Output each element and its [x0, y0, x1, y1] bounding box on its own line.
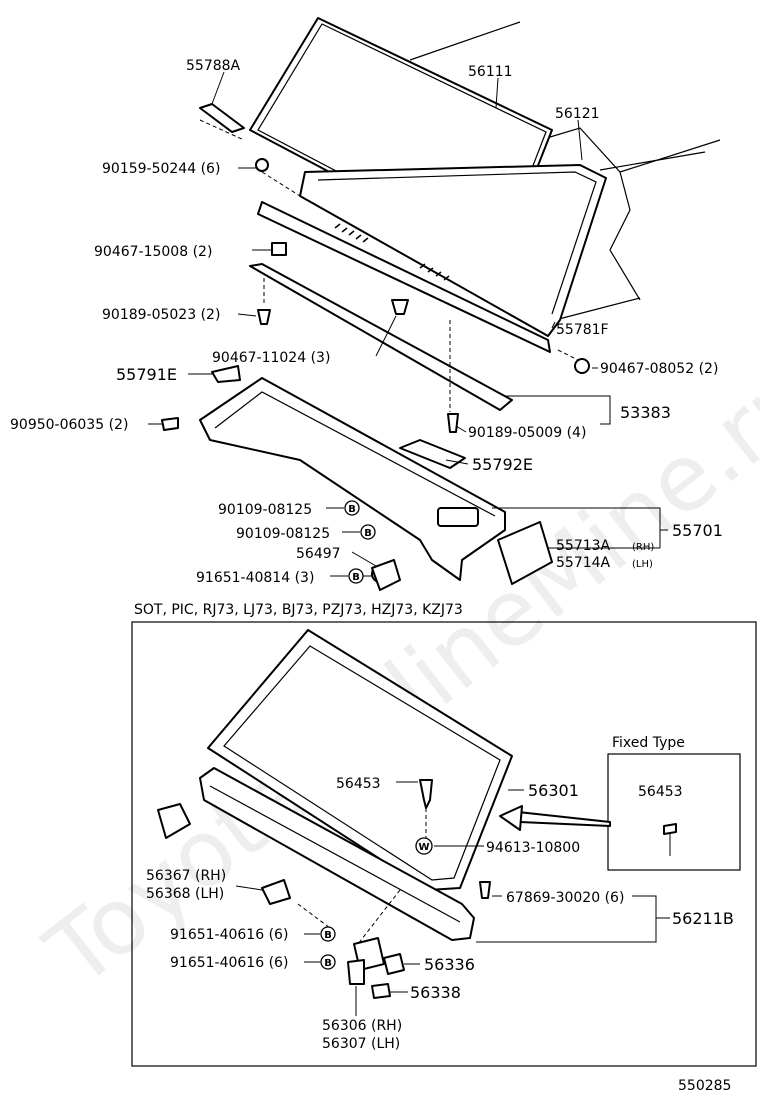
label-91651-40616-a: 91651-40616 (6): [170, 927, 288, 943]
washer-marker: [415, 837, 433, 855]
label-55713A: 55713A: [556, 538, 611, 554]
label-90467-11024: 90467-11024 (3): [212, 350, 330, 366]
label-90109-08125-b: 90109-08125: [236, 526, 330, 542]
cowl-panel-55701: [199, 377, 506, 581]
label-56453: 56453: [336, 776, 381, 792]
lower-fasteners: W: [157, 779, 491, 999]
label-56307: 56307 (LH): [322, 1036, 400, 1052]
bolt-b-letter-1: B: [348, 504, 356, 515]
label-55701: 55701: [672, 521, 723, 540]
label-56301: 56301: [528, 781, 579, 800]
fixed-type-box: [607, 753, 741, 871]
label-56338: 56338: [410, 983, 461, 1002]
label-90159-50244: 90159-50244 (6): [102, 161, 220, 177]
label-56336: 56336: [424, 955, 475, 974]
label-53383: 53383: [620, 403, 671, 422]
section-box: [131, 621, 757, 1067]
bolt-b-letter-5: B: [324, 958, 332, 969]
label-55791E: 55791E: [116, 365, 177, 384]
label-55714A-side: (LH): [632, 559, 653, 570]
fixed-type-title: Fixed Type: [612, 735, 685, 751]
bolt-b-marker-1: [344, 500, 360, 516]
bolt-b-marker-4: [320, 926, 336, 942]
label-90189-05023: 90189-05023 (2): [102, 307, 220, 323]
label-55792E: 55792E: [472, 455, 533, 474]
diagram-id: 550285: [678, 1078, 731, 1094]
watermark: ToyotaOnlineMine.ru: [27, 343, 760, 1008]
label-55713A-side: (RH): [632, 542, 654, 553]
label-56211B: 56211B: [672, 909, 734, 928]
bolt-b-marker-3: [348, 568, 364, 584]
label-90950-06035: 90950-06035 (2): [10, 417, 128, 433]
lower-leaders: [235, 781, 670, 1016]
label-67869-30020: 67869-30020 (6): [506, 890, 624, 906]
bolt-b-marker-2: [360, 524, 376, 540]
label-91651-40616-b: 91651-40616 (6): [170, 955, 288, 971]
washer-letter: W: [418, 842, 429, 853]
label-56368: 56368 (LH): [146, 886, 224, 902]
fixed-type-inset: Fixed Type 56453: [499, 735, 741, 871]
label-56306: 56306 (RH): [322, 1018, 402, 1034]
bolt-b-letter-4: B: [324, 930, 332, 941]
body-outline: [409, 21, 721, 321]
label-90467-15008: 90467-15008 (2): [94, 244, 212, 260]
windshield-frame: [257, 164, 607, 353]
upper-leaders: [148, 71, 668, 577]
moulding-55788A: [199, 103, 245, 141]
label-90467-08052: 90467-08052 (2): [600, 361, 718, 377]
label-55781F: 55781F: [556, 322, 609, 338]
label-90189-05009: 90189-05009 (4): [468, 425, 586, 441]
lower-labels: 56453 56301 94613-10800 56367 (RH) 56368…: [146, 776, 734, 1052]
label-56367: 56367 (RH): [146, 868, 226, 884]
bolt-b-marker-5: [320, 954, 336, 970]
weatherstrip-53383: [249, 263, 513, 411]
label-56111: 56111: [468, 64, 513, 80]
lower-frame-56211B: [199, 767, 475, 941]
label-56497: 56497: [296, 546, 341, 562]
bolt-b-letter-3: B: [352, 572, 360, 583]
upper-labels: 55788A 56111 56121 90159-50244 (6) 90467…: [10, 58, 723, 586]
upper-dash-lines: [261, 171, 579, 412]
fixed-type-part-label: 56453: [638, 784, 683, 800]
label-91651-40814: 91651-40814 (3): [196, 570, 314, 586]
label-56121: 56121: [555, 106, 600, 122]
lower-dash-lines: [297, 808, 427, 945]
label-94613-10800: 94613-10800: [486, 840, 580, 856]
label-55714A: 55714A: [556, 555, 611, 571]
label-90109-08125-a: 90109-08125: [218, 502, 312, 518]
upper-fasteners: [161, 158, 590, 591]
bolt-b-letter-2: B: [364, 528, 372, 539]
section-header: SOT, PIC, RJ73, LJ73, BJ73, PZJ73, HZJ73…: [134, 602, 463, 618]
cowl-vents: [334, 223, 450, 281]
fixed-type-arrow: [517, 811, 611, 827]
label-55788A: 55788A: [186, 58, 241, 74]
